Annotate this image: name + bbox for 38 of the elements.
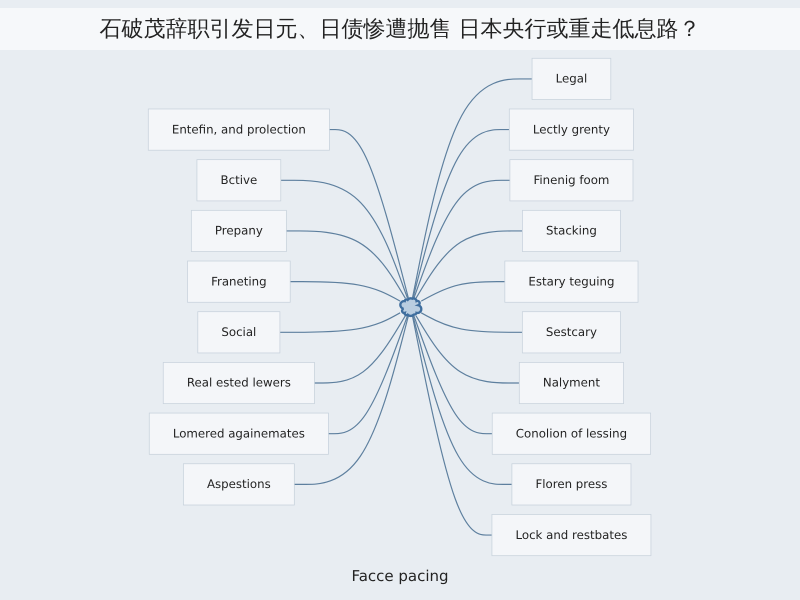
topic-node: Lomered againemates xyxy=(149,412,330,455)
topic-label: Facce pacing xyxy=(351,567,449,585)
topic-node: Social xyxy=(198,311,281,354)
connector xyxy=(414,316,493,434)
topic-node: Conolion of lessing xyxy=(492,412,652,455)
connector xyxy=(281,180,408,298)
topic-node: Finenig foom xyxy=(510,159,634,202)
topic-node: Lock and restbates xyxy=(492,514,652,556)
connector xyxy=(421,312,523,333)
connector xyxy=(314,315,406,384)
topic-node: Lectly grenty xyxy=(509,108,634,151)
topic-node: Floren press xyxy=(512,463,632,506)
connector xyxy=(412,78,532,298)
connector xyxy=(412,316,492,536)
topic-node: Entefin, and prolection xyxy=(148,108,330,151)
topic-node: Estary teguing xyxy=(504,260,639,303)
connector xyxy=(421,281,506,302)
topic-node: Prepany xyxy=(191,210,288,252)
connector xyxy=(280,312,401,333)
topic-node: Legal xyxy=(532,58,612,100)
connector xyxy=(414,180,510,298)
topic-node: Sestcary xyxy=(522,311,622,354)
connector xyxy=(412,129,510,298)
topic-node: Bctive xyxy=(196,159,282,202)
topic-node: Nalyment xyxy=(519,362,624,404)
connector xyxy=(294,316,410,485)
topic-node: Aspestions xyxy=(183,463,296,506)
connector xyxy=(290,281,401,302)
headline-banner: 石破茂辞职引发日元、日债惨遭抛售 日本央行或重走低息路？ xyxy=(0,8,800,50)
connector xyxy=(416,315,520,384)
connector xyxy=(412,316,512,485)
connector xyxy=(286,230,406,299)
connector xyxy=(416,230,523,299)
topic-node: Real ested lewers xyxy=(163,362,316,404)
topic-node: Stacking xyxy=(522,210,622,252)
topic-node: Franeting xyxy=(187,260,291,303)
connector xyxy=(330,129,410,298)
connector xyxy=(328,316,408,434)
